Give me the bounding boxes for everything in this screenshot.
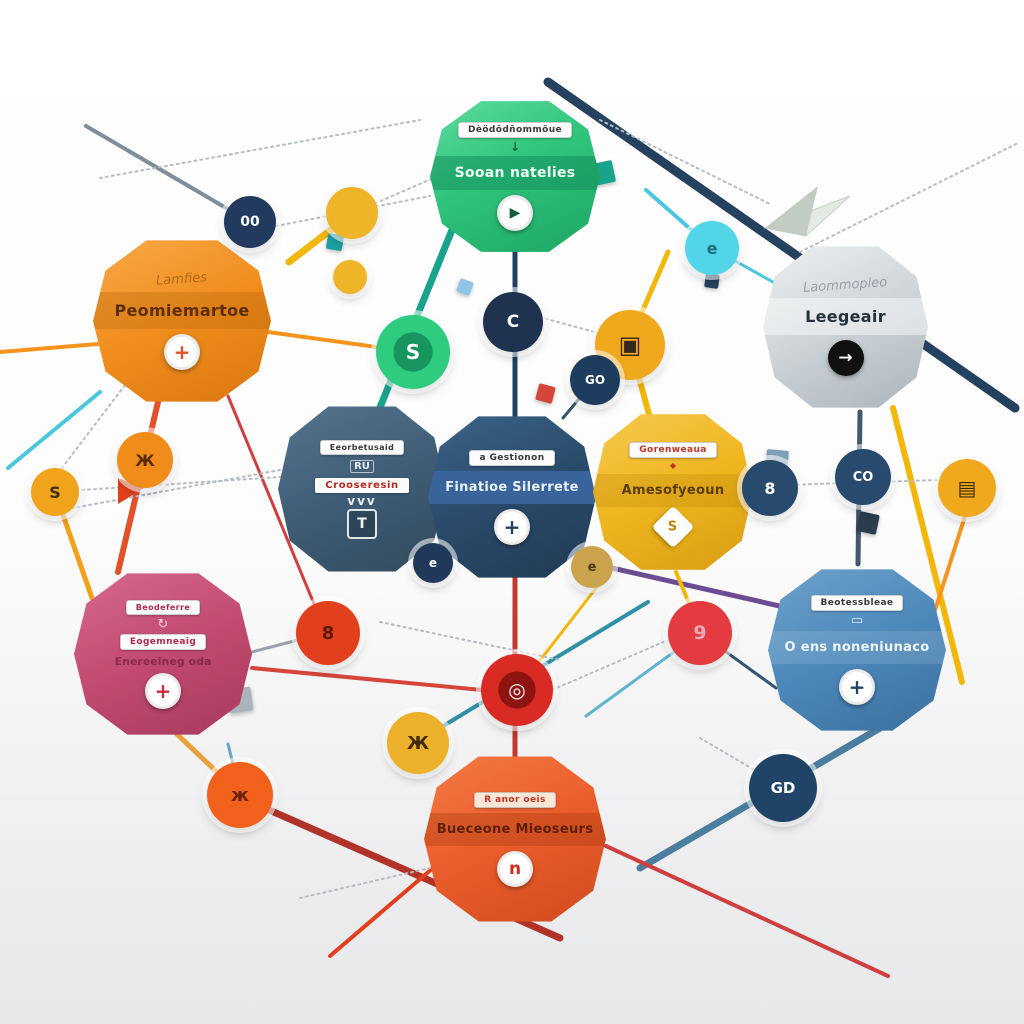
paw-dot-yellow[interactable]: Ж (387, 712, 449, 774)
node-band: Amesofyeoun (593, 474, 753, 507)
node-script-label: Lamfies (156, 270, 208, 289)
arrow-right-icon[interactable]: → (827, 340, 864, 376)
target-dot[interactable]: ◎ (481, 654, 553, 726)
node-band: Sooan natelies (430, 156, 600, 190)
edge (890, 405, 965, 685)
go-dot-navy[interactable]: GO (570, 355, 620, 405)
shield-icon[interactable]: S (651, 505, 695, 549)
edge (609, 565, 809, 615)
eight-dot-navy[interactable]: 8 (742, 460, 798, 516)
nine-dot-red[interactable]: 9 (668, 601, 732, 665)
node-band: Bueceone Mieoseurs (424, 812, 606, 846)
edge (84, 124, 252, 224)
fragment-square (856, 511, 880, 535)
node-chip: R anor oeis (474, 791, 556, 808)
node-chip: Eogemneaig (119, 633, 207, 650)
plus-icon[interactable]: + (494, 508, 530, 545)
edge (250, 638, 300, 654)
fragment-square (704, 273, 720, 289)
stat-dot[interactable]: 00 (224, 196, 276, 248)
node-chip: Gorenweaua (629, 442, 717, 458)
plain-dot-small[interactable] (333, 260, 367, 294)
plus-icon[interactable]: + (164, 334, 200, 370)
gd-dot-navy[interactable]: GD (749, 754, 817, 822)
node-chip: Eeorbetusaid (319, 439, 405, 455)
edge-dashed (599, 119, 773, 206)
s-dot-yellow[interactable]: S (31, 468, 79, 516)
node-band: O ens noneniunaco (768, 631, 946, 664)
edge-dashed (379, 621, 561, 661)
node-band: Peomiemartoe (93, 292, 271, 329)
plus-icon[interactable]: + (839, 669, 875, 705)
edge-dashed (299, 867, 431, 899)
node-green[interactable]: Dèödôdñommöue ↓ Sooan natelies ▶ (430, 101, 600, 252)
s-dot-green[interactable]: S (376, 315, 450, 389)
paper-plane-icon (765, 186, 818, 236)
c-dot-navy[interactable]: C (483, 292, 543, 352)
paw-dot-orange[interactable]: Ж (117, 432, 173, 488)
plus-icon[interactable]: + (145, 672, 181, 709)
t-icon[interactable]: T (347, 508, 377, 539)
node-orange[interactable]: Lamfies Peomiemartoe + (93, 240, 271, 402)
edge-dashed (799, 141, 1021, 253)
node-bar: Crooseresin (315, 477, 409, 493)
edge (6, 390, 102, 470)
n-icon[interactable]: n (497, 850, 533, 887)
edge-dashed (694, 479, 939, 489)
edge-dashed (61, 469, 281, 511)
node-pink[interactable]: Beodeferre ↻ Eogemneaig Enereeineg oda + (74, 573, 252, 735)
node-gray[interactable]: Laommopleo Leegeair → (763, 246, 928, 408)
co-dot-navy[interactable]: CO (835, 449, 891, 505)
arrow-down-icon: ↓ (509, 140, 521, 154)
node-yellow[interactable]: Gorenweaua ◆ Amesofyeoun S (593, 414, 753, 570)
ru-glyph: RU (350, 459, 374, 473)
node-navy[interactable]: a Gestionon Finatioe Silerrete + (428, 416, 596, 578)
node-band: Leegeair (763, 298, 928, 335)
play-icon[interactable]: ▶ (497, 195, 533, 231)
edge (328, 860, 442, 958)
node-redorange[interactable]: R anor oeis Bueceone Mieoseurs n (424, 756, 606, 922)
e-dot-cyan[interactable]: e (685, 221, 739, 275)
node-chip: a Gestionon (469, 449, 555, 466)
folder-icon: ▭ (850, 613, 864, 628)
node-chip: Beodeferre (125, 599, 201, 615)
edge (604, 844, 890, 978)
edge (250, 666, 484, 692)
edge (928, 508, 969, 628)
node-blue[interactable]: Beotessbleae ▭ O ens noneniunaco + (768, 569, 946, 731)
node-slate[interactable]: Eeorbetusaid RU Crooseresin vvv T (278, 406, 446, 572)
node-chip: Beotessbleae (810, 595, 904, 611)
edge (0, 342, 100, 354)
plain-dot-large[interactable] (326, 187, 378, 239)
document-dot[interactable]: ▤ (938, 459, 996, 517)
refresh-icon: ↻ (157, 616, 169, 632)
diamond-icon: ◆ (669, 461, 677, 470)
eight-dot-red[interactable]: 8 (296, 601, 360, 665)
node-band: Finatioe Silerrete (428, 470, 596, 504)
edge (226, 394, 326, 630)
node-subtext: Enereeineg oda (114, 654, 212, 668)
leaf-dot-orange[interactable]: ж (207, 762, 273, 828)
e-dot-navy-small[interactable]: e (413, 543, 453, 583)
node-chip: Dèödôdñommöue (457, 122, 573, 138)
zigzag-glyph: vvv (347, 493, 377, 508)
edge (543, 77, 1020, 413)
camera-dot[interactable]: ▣ (595, 310, 665, 380)
e-dot-olive[interactable]: e (571, 546, 613, 588)
edge-dashed (99, 119, 421, 179)
node-script-label: Laommopleo (802, 275, 889, 296)
